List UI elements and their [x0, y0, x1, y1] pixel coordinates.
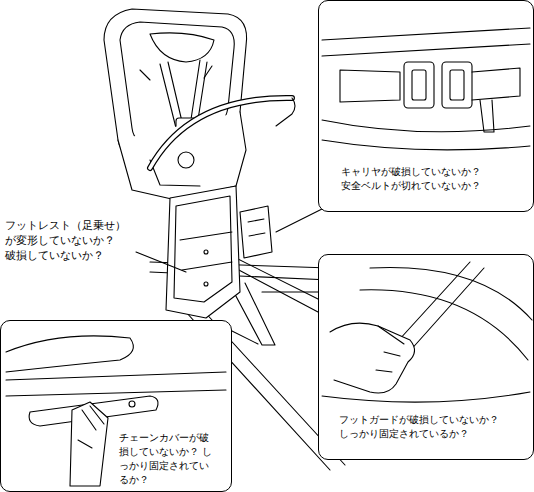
- carrier-clamp: [240, 206, 272, 258]
- headrest: [150, 33, 214, 62]
- inset-box: フットガードが破損していないか？ しっかり固定されているか？: [318, 254, 534, 460]
- check-text: キャリヤが破損していないか？ 安全ベルトが切れていないか？: [341, 165, 527, 193]
- guard-bar-end: [276, 98, 295, 126]
- leader-line: [230, 330, 258, 344]
- screw: [204, 250, 208, 254]
- footrest-inner: [174, 196, 232, 302]
- check-text: チェーンカバーが破損していないか？ しっかり固定されているか？: [119, 431, 217, 487]
- bar-knob: [178, 152, 194, 168]
- callout-text: フットレスト（足乗せ） が変形していないか？ 破損していないか？: [5, 218, 139, 263]
- inset-box: キャリヤが破損していないか？ 安全ベルトが切れていないか？: [318, 0, 534, 212]
- leader-line: [136, 252, 186, 272]
- seat-base: [118, 112, 246, 200]
- check-text: フットガードが破損していないか？ しっかり固定されているか？: [339, 413, 529, 441]
- shoulder-guide: [140, 66, 212, 80]
- clamp-detail: [248, 219, 265, 236]
- leader-line: [262, 291, 322, 292]
- footrest: [166, 186, 240, 318]
- screw: [204, 282, 208, 286]
- inset-box: チェーンカバーが破損していないか？ しっかり固定されているか？: [0, 320, 232, 492]
- guard-bar-fill: [150, 98, 292, 168]
- footrest-rib: [180, 232, 232, 270]
- guard-bar-outline: [150, 98, 292, 168]
